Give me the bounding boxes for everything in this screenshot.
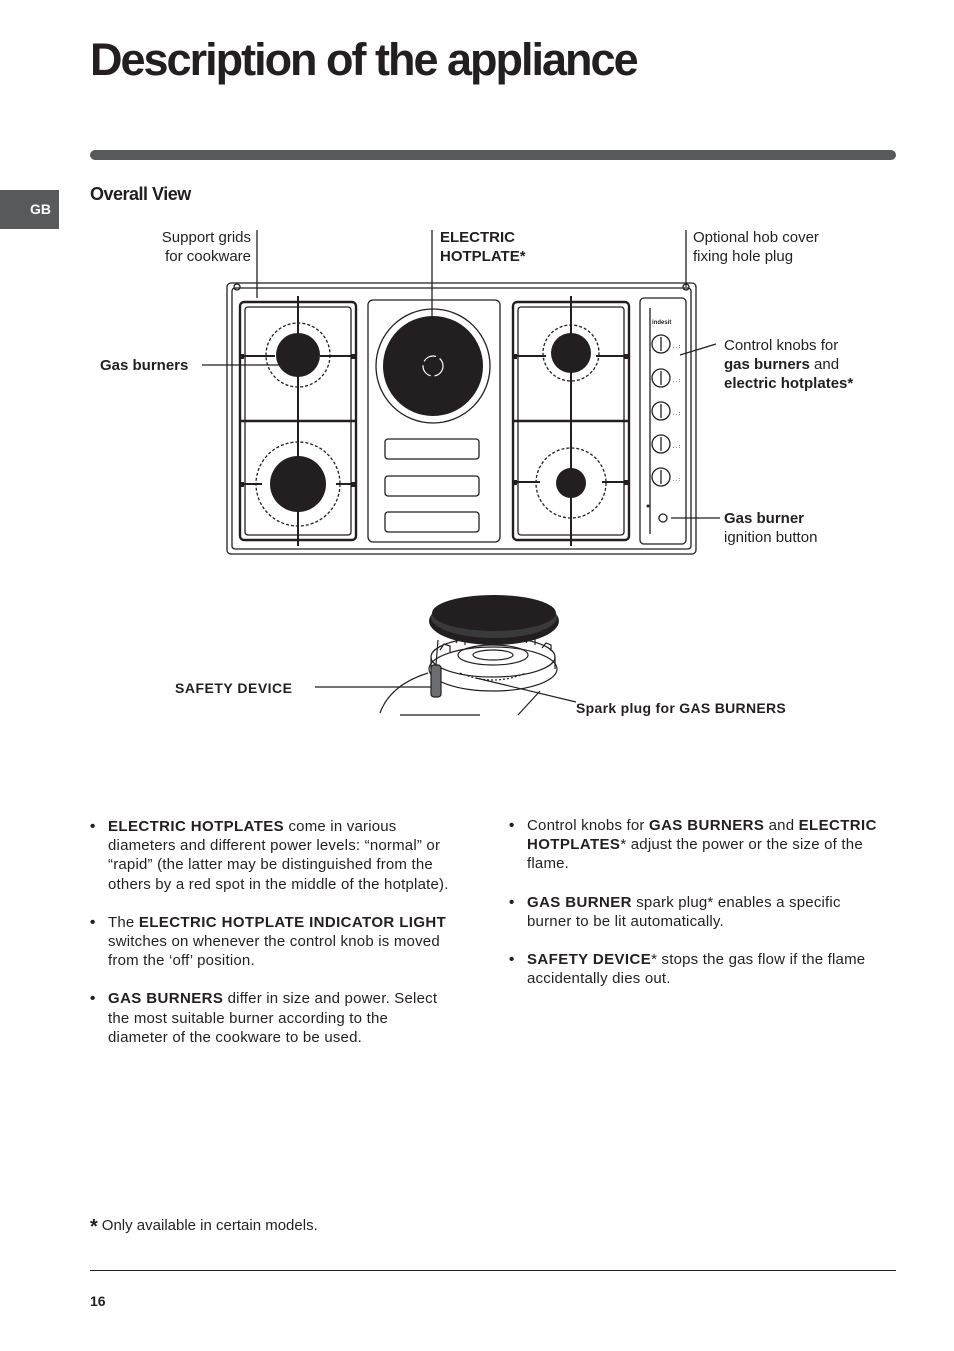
section-title: Overall View (90, 184, 191, 204)
svg-text:..:: ..: (672, 344, 681, 350)
svg-text:..:: ..: (672, 477, 681, 483)
footnote: *Only available in certain models. (90, 1216, 318, 1239)
list-item: • Control knobs for GAS BURNERS and ELEC… (509, 817, 877, 873)
svg-text:indesit: indesit (652, 320, 671, 326)
list-item: • SAFETY DEVICE* stops the gas flow if t… (509, 951, 866, 988)
title-divider (90, 150, 896, 160)
label-control-knobs: Control knobs for gas burners and electr… (724, 337, 854, 392)
label-electric-hotplate: ELECTRIC HOTPLATE* (440, 229, 526, 265)
page-number: 16 (90, 1293, 106, 1309)
list-item: • ELECTRIC HOTPLATES come in various dia… (90, 818, 449, 893)
label-gas-burners: Gas burners (100, 357, 189, 374)
footnote-star: * (90, 1216, 98, 1238)
svg-text:..:: ..: (672, 378, 681, 384)
svg-text:..:: ..: (672, 444, 681, 450)
gas-burner-detail-diagram (315, 595, 577, 716)
label-safety-device: SAFETY DEVICE (175, 680, 293, 696)
label-spark-plug: Spark plug for GAS BURNERS (576, 700, 787, 716)
list-item: • GAS BURNER spark plug* enables a speci… (509, 893, 841, 930)
bullet-list-left: • ELECTRIC HOTPLATES come in various dia… (90, 817, 452, 1066)
list-item: • The ELECTRIC HOTPLATE INDICATOR LIGHT … (90, 913, 447, 970)
label-ignition-button: Gas burner ignition button (724, 510, 818, 546)
cooktop-diagram: indesit ..: ..: ..: ..: ..: (202, 230, 720, 555)
bullet-list-right: • Control knobs for GAS BURNERS and ELEC… (509, 816, 881, 1007)
label-hob-cover-plug: Optional hob cover fixing hole plug (693, 229, 819, 265)
footer-divider (90, 1270, 896, 1271)
language-tab: GB (0, 190, 59, 229)
list-item: • GAS BURNERS differ in size and power. … (90, 990, 438, 1046)
svg-text:..:: ..: (672, 411, 681, 417)
control-knob-icon (651, 334, 671, 487)
page-title: Description of the appliance (90, 34, 639, 85)
footnote-text: Only available in certain models. (101, 1217, 318, 1234)
label-support-grids: Support grids for cookware (161, 229, 251, 265)
